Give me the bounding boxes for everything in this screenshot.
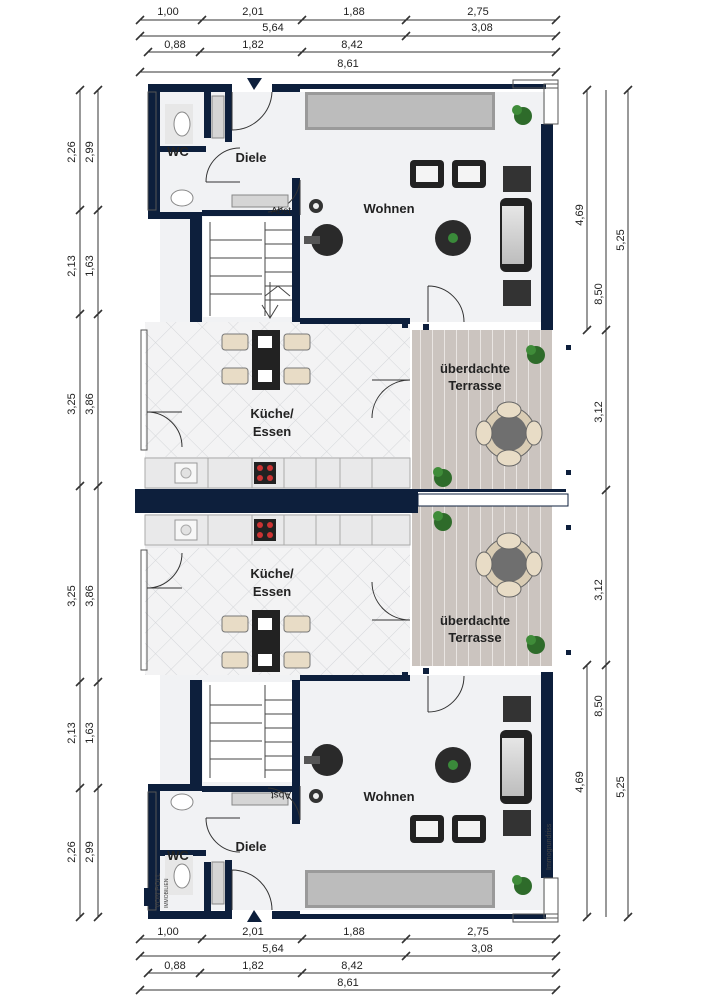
room-label-wohnen-bottom: Wohnen [363, 789, 414, 804]
doors [146, 91, 465, 911]
dim-left-outer-2: 2,13 [66, 255, 78, 276]
dim-top-8: 1,82 [242, 39, 263, 51]
dining-table-top [221, 330, 311, 390]
dim-left-outer-5: 2,13 [66, 722, 78, 743]
wc-fixtures [165, 104, 194, 895]
room-label-wohnen-top: Wohnen [363, 201, 414, 216]
dim-bottom-4: 2,75 [467, 926, 488, 938]
windows [140, 79, 559, 923]
dim-top-7: 0,88 [164, 39, 185, 51]
dim-top-3: 1,88 [343, 6, 364, 18]
watermark: Immogrundriss [546, 823, 553, 870]
dim-bottom-6: 3,08 [471, 943, 492, 955]
logo-line1: VON POLL [155, 873, 162, 908]
dim-left-inner-6: 2,99 [84, 841, 96, 862]
room-label-diele-bottom: Diele [235, 839, 266, 854]
dim-right-outer-1: 5,25 [615, 229, 627, 250]
dim-bottom-9: 8,42 [341, 960, 362, 972]
dim-left-inner-3: 3,86 [84, 393, 96, 414]
wardrobes [211, 95, 289, 905]
room-label-kueche-top-2: Essen [253, 424, 291, 439]
living-furniture-bottom [304, 696, 532, 843]
room-label-abst-bottom: Abst [271, 789, 291, 800]
dim-left-outer-6: 2,26 [66, 841, 78, 862]
dim-bottom-5: 5,64 [262, 943, 283, 955]
dim-left-outer-1: 2,26 [66, 141, 78, 162]
room-label-wc-top: WC [167, 144, 189, 159]
dim-top-10: 8,61 [337, 58, 358, 70]
plant-icon [433, 105, 545, 895]
dim-bottom-2: 2,01 [242, 926, 263, 938]
living-furniture-top [304, 160, 532, 306]
dim-right-inner-4: 4,69 [574, 771, 586, 792]
room-label-terrasse-top-1: überdachte [440, 361, 510, 376]
dim-top-5: 5,64 [262, 22, 283, 34]
dim-bottom-10: 8,61 [337, 977, 358, 989]
dim-left-outer-3: 3,25 [66, 393, 78, 414]
terrace-divider [417, 493, 569, 507]
dim-top-2: 2,01 [242, 6, 263, 18]
dim-bottom-8: 1,82 [242, 960, 263, 972]
room-label-kueche-bottom-1: Küche/ [250, 566, 294, 581]
dim-right-middle-2: 8,50 [593, 695, 605, 716]
dimension-ticks [75, 15, 633, 995]
room-label-terrasse-bottom-2: Terrasse [448, 630, 501, 645]
logo: VON POLL IMMOBILIEN [144, 873, 170, 908]
dim-top-9: 8,42 [341, 39, 362, 51]
room-label-terrasse-top-2: Terrasse [448, 378, 501, 393]
dim-right-inner-2: 3,12 [593, 401, 605, 422]
dim-left-inner-2: 1,63 [84, 255, 96, 276]
dim-bottom-7: 0,88 [164, 960, 185, 972]
dim-left-inner-4: 3,86 [84, 585, 96, 606]
room-label-terrasse-bottom-1: überdachte [440, 613, 510, 628]
stairs-top [209, 222, 292, 319]
terrace-table-top [475, 401, 543, 467]
room-label-wc-bottom: WC [167, 848, 189, 863]
dim-right-inner-1: 4,69 [574, 204, 586, 225]
walls [135, 84, 571, 919]
floors [145, 92, 552, 910]
dim-top-4: 2,75 [467, 6, 488, 18]
room-label-diele-top: Diele [235, 150, 266, 165]
terrace-table-bottom [475, 532, 543, 598]
radiators [305, 92, 495, 908]
dim-bottom-1: 1,00 [157, 926, 178, 938]
dim-bottom-3: 1,88 [343, 926, 364, 938]
dim-right-inner-3: 3,12 [593, 579, 605, 600]
dim-top-6: 3,08 [471, 22, 492, 34]
dim-left-inner-1: 2,99 [84, 141, 96, 162]
dim-left-outer-4: 3,25 [66, 585, 78, 606]
room-label-kueche-bottom-2: Essen [253, 584, 291, 599]
dining-table-bottom [221, 610, 311, 672]
dimension-lines [79, 19, 629, 991]
entrance-arrow-bottom-icon [247, 910, 262, 922]
logo-line2: IMMOBILIEN [164, 878, 170, 908]
dim-right-middle-1: 8,50 [593, 283, 605, 304]
room-label-kueche-top-1: Küche/ [250, 406, 294, 421]
kitchen-appliances [174, 462, 276, 541]
dim-top-1: 1,00 [157, 6, 178, 18]
entrance-arrow-top-icon [247, 78, 262, 90]
dim-left-inner-5: 1,63 [84, 722, 96, 743]
stairs-bottom [209, 685, 292, 778]
dim-right-outer-2: 5,25 [615, 776, 627, 797]
room-label-abst-top: Abst [271, 206, 291, 217]
